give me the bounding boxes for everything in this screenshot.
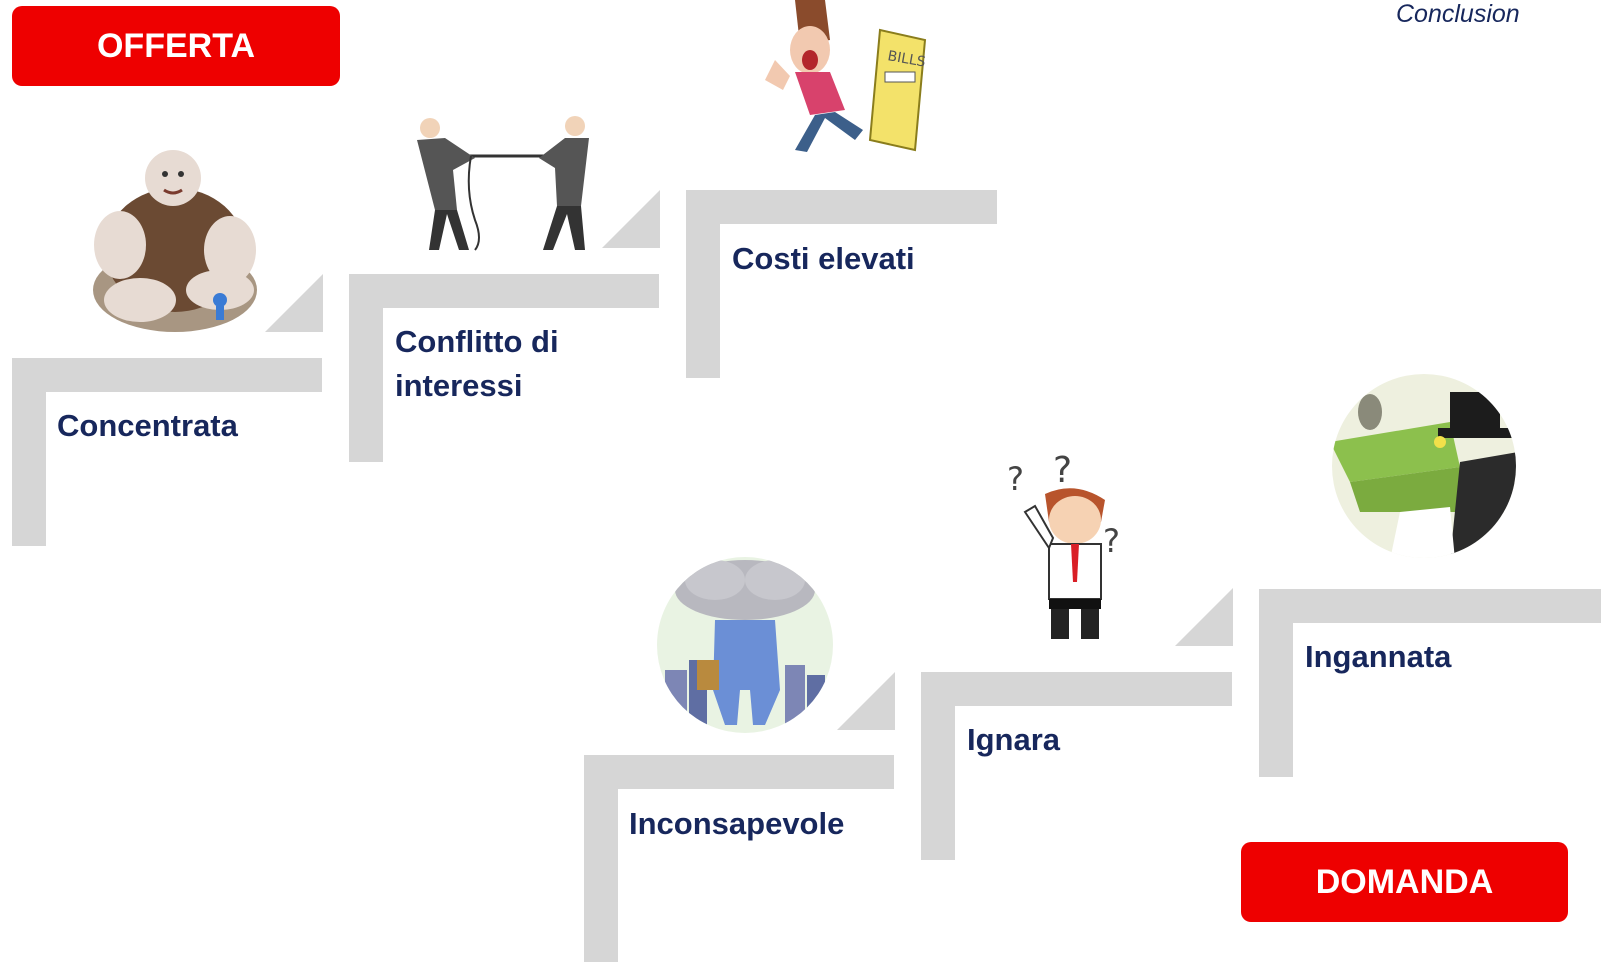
section-title: Conclusion [1396, 0, 1520, 28]
demand-tag: DOMANDA [1241, 842, 1568, 922]
svg-text:?: ? [1103, 522, 1120, 560]
supply-tag: OFFERTA [12, 6, 340, 86]
supply-step-3-label: Costi elevati [732, 241, 915, 276]
demand-step-1-label: Inconsapevole [629, 806, 845, 841]
screaming-bills-icon: BILLS [765, 0, 927, 152]
svg-text:?: ? [1007, 460, 1024, 498]
crocodile-tophat-icon [1332, 374, 1516, 558]
supply-step-1-label: Concentrata [57, 408, 238, 443]
demand-step-2-label: Ignara [967, 722, 1061, 757]
supply-step-2-label: Conflitto di interessi [395, 324, 559, 403]
head-in-cloud-icon [657, 557, 833, 733]
step-riser-triangle [265, 274, 323, 332]
demand-step-3-label: Ingannata [1305, 639, 1452, 674]
svg-text:BILLS: BILLS [886, 48, 927, 70]
step-riser-triangle [1175, 588, 1233, 646]
giant-icon [93, 150, 257, 332]
tug-of-war-icon [417, 116, 589, 251]
confused-man-icon: ? ? ? [1007, 452, 1120, 639]
step-riser-triangle [602, 190, 660, 248]
step-riser-triangle [837, 672, 895, 730]
svg-text:?: ? [1053, 452, 1072, 491]
